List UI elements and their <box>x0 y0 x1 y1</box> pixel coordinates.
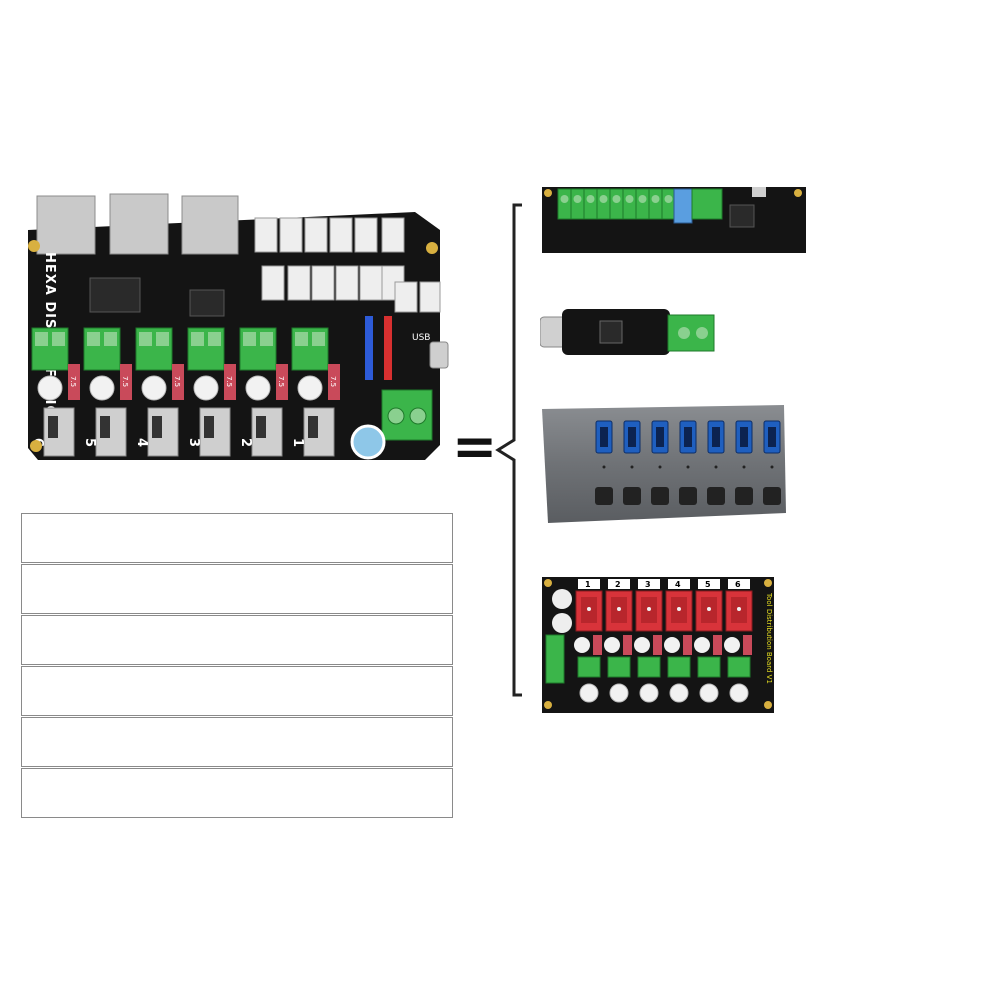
power-button <box>651 487 669 505</box>
blue-terminal <box>673 188 693 224</box>
fuse <box>328 364 340 400</box>
power-button <box>679 487 697 505</box>
capacitor <box>37 375 63 401</box>
fuse <box>224 364 236 400</box>
hexa-distro-fusion-board: USB HEXA DISTRO FUSION 7.567.557.547.537… <box>28 193 449 460</box>
capacitor <box>297 375 323 401</box>
usb-c-can-adapter <box>540 309 715 355</box>
output-terminal <box>607 656 631 678</box>
channel-number: 1 <box>585 580 591 589</box>
power-button <box>623 487 641 505</box>
channel-number: 3 <box>645 580 651 589</box>
channel-number: 1 <box>290 438 305 447</box>
fuse <box>276 364 288 400</box>
tool-distribution-board: Tool Distribution Board V1 1 2 3 4 5 6 <box>542 577 774 713</box>
power-button <box>595 487 613 505</box>
pin-header-blue <box>365 316 373 380</box>
channel-number: 2 <box>238 438 253 447</box>
channel-number: 6 <box>735 580 741 589</box>
output-terminal <box>667 656 691 678</box>
fuse-label: 7.5 <box>225 376 233 387</box>
ethernet-port-1 <box>36 195 96 255</box>
capacitor <box>193 375 219 401</box>
fuse-label: 7.5 <box>121 376 129 387</box>
power-button <box>735 487 753 505</box>
channel-number: 2 <box>615 580 621 589</box>
fuse-label: 7.5 <box>329 376 337 387</box>
fuse <box>68 364 80 400</box>
table-row <box>21 768 453 818</box>
board-title: Tool Distribution Board V1 <box>765 592 773 684</box>
channel-number: 4 <box>675 580 681 589</box>
fuse <box>120 364 132 400</box>
output-terminal <box>637 656 661 678</box>
fuse-label: 7.5 <box>173 376 181 387</box>
power-terminal <box>545 634 565 684</box>
table-row <box>21 564 453 614</box>
ethernet-port-2 <box>109 193 169 255</box>
equals-sign: = <box>452 415 498 478</box>
usb-c-port <box>429 341 449 369</box>
pin-header-red <box>384 316 392 380</box>
output-terminal <box>577 656 601 678</box>
usb-hub <box>542 405 786 523</box>
ethernet-port-3 <box>181 195 239 255</box>
fuse-label: 7.5 <box>277 376 285 387</box>
channel-number: 5 <box>705 580 711 589</box>
table-row <box>21 666 453 716</box>
table-row <box>21 513 453 563</box>
fan-connectors <box>254 217 441 313</box>
power-button <box>707 487 725 505</box>
output-terminal <box>697 656 721 678</box>
table-row <box>21 717 453 767</box>
power-capacitor <box>350 424 386 460</box>
channel-number: 3 <box>186 438 201 447</box>
fuse <box>172 364 184 400</box>
fuse-label: 7.5 <box>69 376 77 387</box>
capacitor <box>245 375 271 401</box>
usb-port <box>752 187 766 197</box>
channel-number: 5 <box>82 438 97 447</box>
capacitor <box>141 375 167 401</box>
capacitor <box>89 375 115 401</box>
channel-number: 4 <box>134 438 149 447</box>
usb-label: USB <box>412 333 430 343</box>
power-button <box>763 487 781 505</box>
grouping-bracket <box>495 203 522 697</box>
terminal-breakout-board <box>542 187 806 253</box>
table-row <box>21 615 453 665</box>
output-terminal <box>727 656 751 678</box>
